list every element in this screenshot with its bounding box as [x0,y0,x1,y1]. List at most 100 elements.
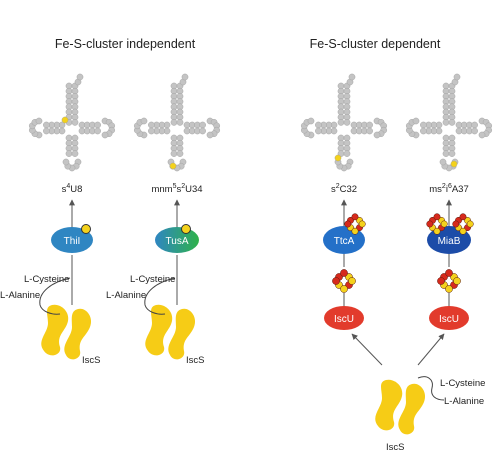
protein-iscu-left-shape [324,306,364,330]
trna-nucleotide [471,121,478,129]
sulfur-on-thil [81,224,91,234]
iron-atom [332,277,340,285]
iron-atom [344,220,352,228]
iron-atom [433,213,441,221]
trna-nucleotide [471,127,478,135]
trna-nucleotide [366,127,373,135]
trna-nucleotide [94,127,101,135]
title-fe-s-dependent: Fe-S-cluster dependent [310,37,441,51]
trna-s4u8 [28,73,115,172]
trna-nucleotide [140,117,148,125]
trna-nucleotide [176,119,184,126]
trna-nucleotide [366,121,373,129]
trna-mnm5s2u34 [133,73,220,172]
trna-nucleotide [43,121,50,129]
substrate-cysteine-right: L-Cysteine [440,378,485,389]
protein-iscu-left-label: IscU [334,314,354,325]
trna-nucleotide [420,127,427,135]
trna-nucleotide [307,117,315,125]
trna-nucleotide [315,121,322,129]
substrate-cysteine-middle: L-Cysteine [130,274,175,285]
fe-s-cluster-on-miab-1 [426,213,448,235]
iron-atom [426,220,434,228]
substrate-cysteine-left: L-Cysteine [24,274,69,285]
trna-nucleotide [170,119,178,126]
sulfur-on-tusa [181,224,191,234]
iron-atom [445,269,453,277]
sulfur-atom [466,220,474,228]
trna-nucleotide [94,121,101,129]
sulfur-atom [433,227,441,235]
iscs-label-right: IscS [386,442,404,453]
modified-nucleotide [169,162,177,170]
iron-atom [437,277,445,285]
trna-nucleotide [478,131,486,139]
sulfur-atom [351,227,359,235]
sulfur-atom [340,285,348,293]
substrate-curve-left [39,277,71,315]
modified-nucleotide [61,116,69,124]
trna-nucleotide [343,150,351,157]
iscs-dimer-middle [145,304,196,360]
trna-nucleotide [420,121,427,129]
trna-nucleotide [148,127,155,135]
title-fe-s-independent: Fe-S-cluster independent [55,37,196,51]
modified-nucleotide [450,160,458,168]
iscs-label-middle: IscS [186,355,204,366]
protein-ttca-label: TtcA [334,236,355,247]
fe-s-cluster-on-ttca [344,213,366,235]
trna-s2c32 [300,73,388,172]
trna-nucleotide [442,150,450,157]
trna-nucleotide [71,150,79,157]
substrate-alanine-left: L-Alanine [0,290,40,301]
substrate-curve-right [417,376,445,401]
trna-nucleotide [71,119,79,126]
trna-nucleotide [199,121,206,129]
substrate-alanine-middle: L-Alanine [106,290,146,301]
sulfur-atom [459,227,467,235]
fe-s-cluster-on-miab-2 [452,213,474,235]
iscs-dimer-left [41,304,92,360]
trna-nucleotide [65,150,73,157]
sulfur-atom [453,277,461,285]
sulfur-atom [445,285,453,293]
sulfur-atom [358,220,366,228]
protein-iscu-right-shape [429,306,469,330]
protein-tusa-label: TusA [166,236,189,247]
substrate-alanine-right: L-Alanine [444,396,484,407]
trna-nucleotide [76,73,84,81]
trna-nucleotide [206,131,214,139]
modified-nucleotide [334,154,342,162]
trna-ms2i6a37 [405,73,493,172]
iscs-dimer-right [375,379,426,435]
trna-nucleotide [439,158,447,166]
protein-thil-label: ThiI [64,236,81,247]
fe-s-cluster-transfer-left [332,269,356,293]
trna-nucleotide [343,119,351,126]
trna-nucleotide [199,127,206,135]
iron-atom [452,220,460,228]
trna-nucleotide [448,150,456,157]
protein-thil-shape [51,227,93,253]
trna-nucleotide [448,119,456,126]
trna-nucleotide [453,73,461,81]
trna-nucleotide [170,150,178,157]
iron-atom [351,213,359,221]
modification-label-s2c32: s2C32 [331,183,357,195]
trna-nucleotide [442,119,450,126]
trna-nucleotide [373,131,381,139]
trna-nucleotide [181,73,189,81]
modification-label-s4u8: s4U8 [62,183,83,195]
modification-label-ms2i6a37: ms2i6A37 [429,183,469,195]
trna-nucleotide [348,73,356,81]
protein-miab-label: MiaB [438,236,461,247]
arrow-iscs-to-iscu-right [417,333,445,366]
trna-nucleotide [176,150,184,157]
arrow-iscs-to-iscu-left [351,333,383,366]
sulfur-atom [440,220,448,228]
sulfur-atom [348,277,356,285]
trna-nucleotide [315,127,322,135]
iscs-label-left: IscS [82,355,100,366]
trna-nucleotide [337,119,345,126]
